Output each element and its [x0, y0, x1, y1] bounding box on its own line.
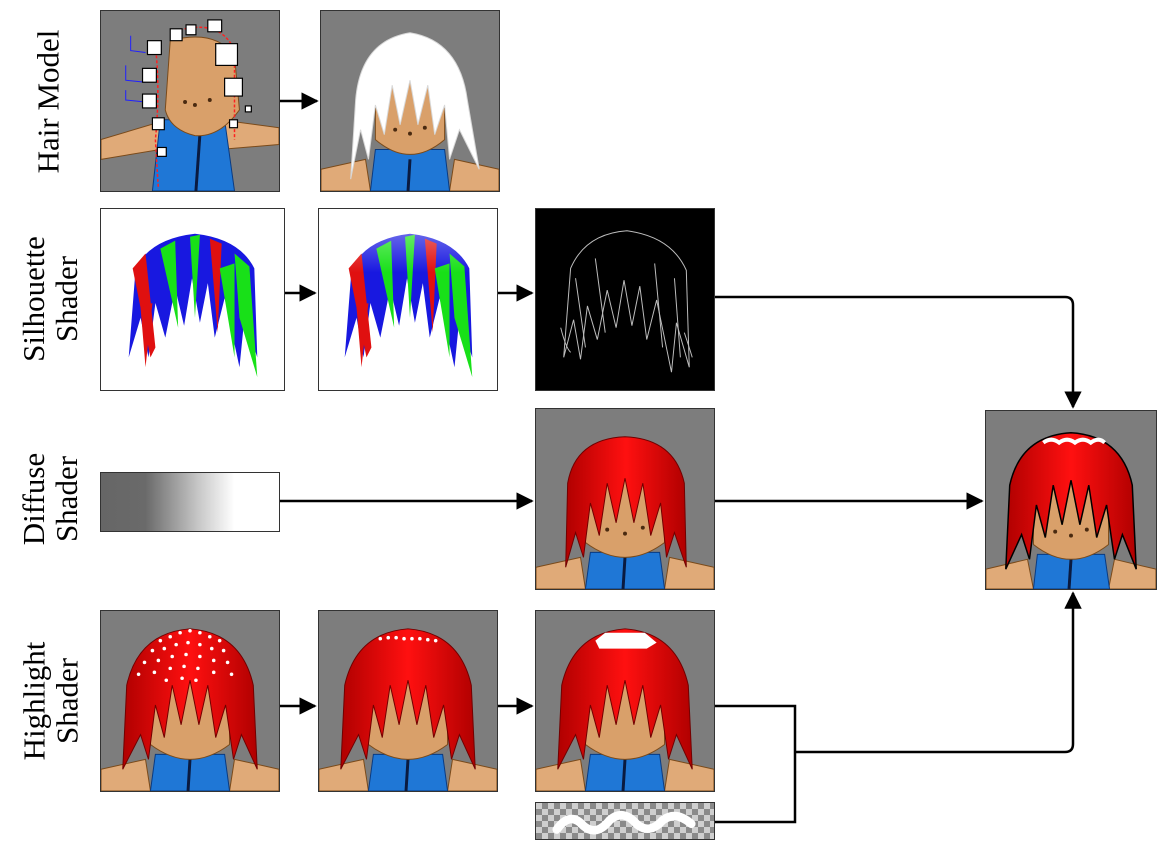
diffuse-gradient-ramp-image: [100, 472, 280, 532]
highlight-dots-image: [100, 610, 280, 792]
hair-model-control-points-image: [100, 10, 280, 192]
silhouette-blurred-normals-image: [318, 208, 498, 391]
silhouette-rgb-normals-image: [100, 208, 285, 391]
silhouette-edge-outline-image: [535, 208, 715, 391]
hair-model-rendered-white-image: [320, 10, 500, 192]
arrow-silhouette-to-final: [715, 295, 1082, 409]
line-highlight-stroke: [715, 704, 797, 824]
diffuse-shaded-hair-image: [535, 408, 715, 590]
highlight-stroke-texture-image: [535, 802, 715, 840]
highlight-filtered-dots-image: [318, 610, 498, 792]
arrow-highlight-to-final: [795, 591, 1082, 754]
highlight-stroke-image: [535, 610, 715, 792]
